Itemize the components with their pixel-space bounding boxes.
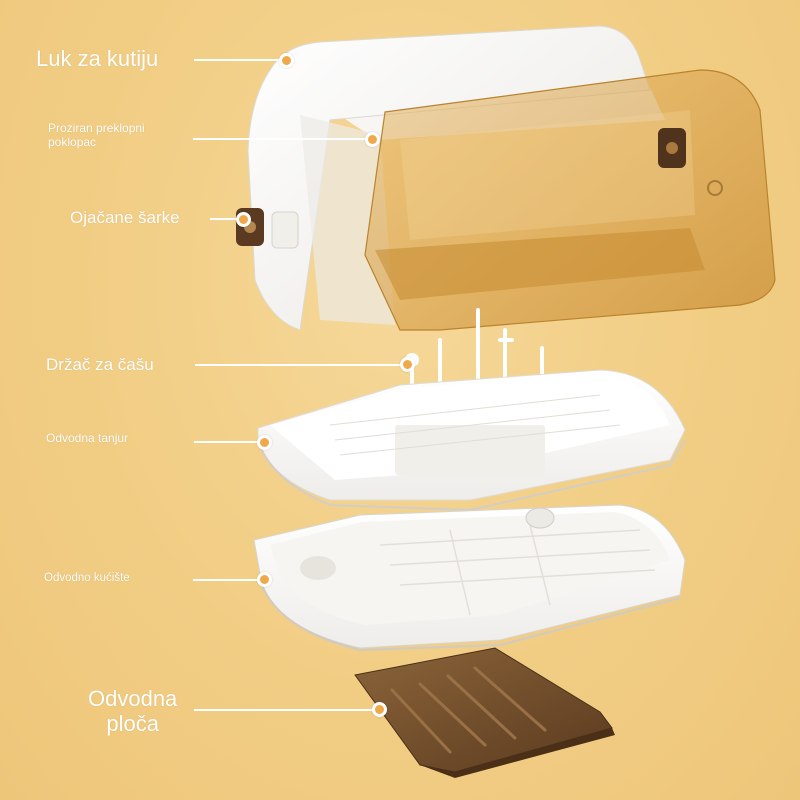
callout-label-hinges: Ojačane šarke	[70, 208, 180, 227]
transparent-flip-lid	[364, 69, 776, 331]
callout-dot-box-arch	[279, 53, 294, 68]
callout-line-drain-board	[194, 709, 374, 711]
drain-tray	[257, 369, 686, 512]
callout-label-cup-holder: Držač za čašu	[46, 355, 154, 374]
callout-line-hinges	[210, 218, 238, 220]
callout-dot-drain-tray	[257, 435, 272, 450]
drain-housing	[253, 504, 686, 652]
callout-label-drain-tray: Odvodna tanjur	[46, 431, 129, 445]
callout-line-transparent-lid	[193, 138, 368, 140]
callout-dot-hinges	[236, 212, 251, 227]
tray-grid	[395, 425, 545, 475]
callout-dot-drain-housing	[257, 572, 272, 587]
callout-dot-transparent-lid	[365, 132, 380, 147]
callout-label-drain-housing: Odvodno kućište	[44, 572, 130, 584]
callout-label-transparent-lid: Proziran preklopni poklopac	[48, 121, 145, 149]
drain-board	[354, 647, 615, 778]
callout-line-drain-housing	[193, 579, 259, 581]
callout-line-drain-tray	[194, 441, 259, 443]
callout-dot-drain-board	[372, 702, 387, 717]
callout-dot-cup-holder	[400, 357, 415, 372]
callout-line-box-arch	[194, 59, 282, 61]
callout-label-drain-board: Odvodna ploča	[88, 686, 178, 737]
callout-label-box-arch: Luk za kutiju	[36, 46, 159, 71]
callout-line-cup-holder	[195, 364, 401, 366]
